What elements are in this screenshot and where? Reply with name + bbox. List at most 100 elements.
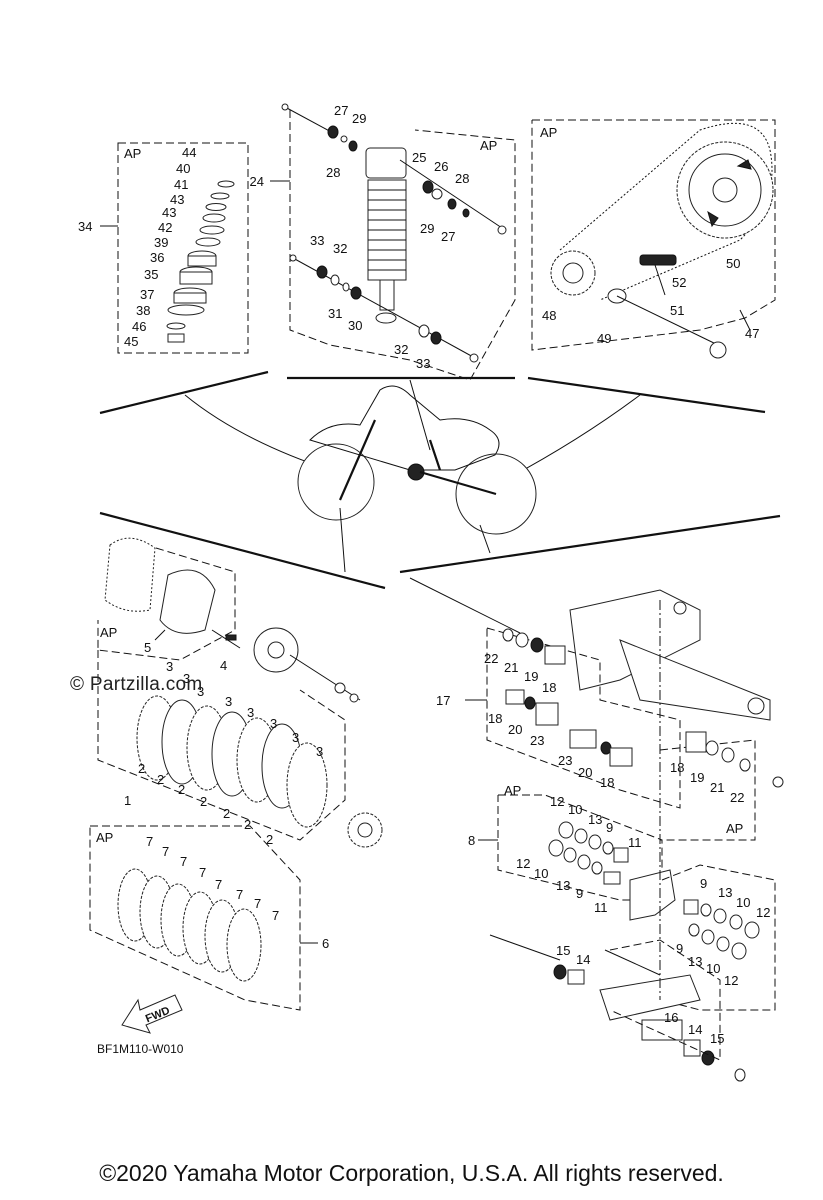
steering-parts (166, 180, 235, 343)
callout-12c: 12 (756, 905, 770, 920)
callout-52: 52 (672, 275, 686, 290)
callout-48: 48 (542, 308, 556, 323)
callout-9a: 9 (606, 820, 613, 835)
callout-27a: 27 (334, 103, 348, 118)
callout-10a: 10 (568, 802, 582, 817)
callout-12d: 12 (724, 973, 738, 988)
callout-28b: 28 (455, 171, 469, 186)
callout-7h: 7 (272, 908, 279, 923)
callout-20a: 20 (508, 722, 522, 737)
callout-24: 24 (250, 174, 264, 189)
callout-4: 4 (220, 658, 227, 673)
callout-3d: 3 (225, 694, 232, 709)
callout-7c: 7 (180, 854, 187, 869)
callout-21a: 21 (504, 660, 518, 675)
callout-1: 1 (124, 793, 131, 808)
callout-11b: 11 (594, 900, 608, 915)
callout-10c: 10 (736, 895, 750, 910)
callout-7f: 7 (236, 887, 243, 902)
chain-group-box (531, 119, 776, 351)
callout-10d: 10 (706, 961, 720, 976)
linkage-bearings-b (683, 899, 760, 960)
friction-plate-group: AP 7 7 7 7 7 7 7 7 6 FWD (89, 825, 329, 1034)
callout-32b: 32 (394, 342, 408, 357)
callout-15b: 15 (710, 1031, 724, 1046)
callout-36: 36 (150, 250, 164, 265)
callout-2e: 2 (223, 806, 230, 821)
callout-10b: 10 (534, 866, 548, 881)
callout-22b: 22 (730, 790, 744, 805)
callout-46: 46 (132, 319, 146, 334)
callout-18b: 18 (488, 711, 502, 726)
callout-2f: 2 (244, 817, 251, 832)
callout-14a: 14 (576, 952, 590, 967)
callout-7a: 7 (146, 834, 153, 849)
callout-7g: 7 (254, 896, 261, 911)
callout-21b: 21 (710, 780, 724, 795)
callout-3a: 3 (166, 659, 173, 674)
shock-group-box (289, 110, 516, 381)
callout-50: 50 (726, 256, 740, 271)
callout-22a: 22 (484, 651, 498, 666)
shock-callouts: 27 29 28 25 26 28 29 27 33 32 31 30 32 3… (310, 103, 469, 371)
callout-18d: 18 (670, 760, 684, 775)
callout-2b: 2 (157, 772, 164, 787)
callout-27b: 27 (441, 229, 455, 244)
watermark: © Partzilla.com (70, 674, 203, 695)
callout-23b: 23 (558, 753, 572, 768)
callout-42: 42 (158, 220, 172, 235)
callout-7d: 7 (199, 865, 206, 880)
callout-38: 38 (136, 303, 150, 318)
callout-14b: 14 (688, 1022, 702, 1037)
callout-15a: 15 (556, 943, 570, 958)
callout-13c: 13 (718, 885, 732, 900)
callout-13b: 13 (556, 878, 570, 893)
callout-2g: 2 (266, 832, 273, 847)
motorcycle-overview (99, 370, 781, 590)
callout-37: 37 (140, 287, 154, 302)
callout-44: 44 (182, 145, 196, 160)
callout-8: 8 (468, 833, 475, 848)
steering-bearing-group: AP 34 44 40 41 43 43 42 (78, 142, 249, 354)
callout-18a: 18 (542, 680, 556, 695)
callout-18c: 18 (600, 775, 614, 790)
fwd-arrow-icon: FWD (121, 994, 183, 1034)
callout-45: 45 (124, 334, 138, 349)
callout-23a: 23 (530, 733, 544, 748)
callout-29a: 29 (352, 111, 366, 126)
callout-20b: 20 (578, 765, 592, 780)
callout-6: 6 (322, 936, 329, 951)
callout-7b: 7 (162, 844, 169, 859)
callout-3h: 3 (316, 744, 323, 759)
swingarm-group: AP AP (409, 577, 784, 1082)
clutch-plates (136, 695, 328, 828)
callout-39: 39 (154, 235, 168, 250)
callout-34: 34 (78, 219, 92, 234)
callout-9d: 9 (676, 941, 683, 956)
ap-label-chain: AP (540, 125, 557, 140)
callout-28a: 28 (326, 165, 340, 180)
linkage-bearings-a (548, 821, 629, 885)
callout-33a: 33 (310, 233, 324, 248)
callout-13d: 13 (688, 954, 702, 969)
callout-43a: 43 (170, 192, 184, 207)
callout-17: 17 (436, 693, 450, 708)
ap-label-shock: AP (480, 138, 497, 153)
ap-label-swingarm: AP (726, 821, 743, 836)
diagram-code: BF1M110-W010 (97, 1042, 184, 1056)
callout-12b: 12 (516, 856, 530, 871)
callout-2c: 2 (178, 782, 185, 797)
clutch-callouts: 5 4 3 3 3 3 3 3 3 3 2 2 2 2 2 2 2 1 (124, 640, 323, 847)
plate-callouts: 7 7 7 7 7 7 7 7 6 (146, 834, 329, 951)
plate-group-box (89, 825, 301, 1011)
drive-chain-group: AP 50 52 51 48 49 47 (531, 119, 776, 359)
chain-callouts: 50 52 51 48 49 47 (542, 256, 759, 346)
callout-51: 51 (670, 303, 684, 318)
callout-13a: 13 (588, 812, 602, 827)
callout-40: 40 (176, 161, 190, 176)
callout-49: 49 (597, 331, 611, 346)
callout-12a: 12 (550, 794, 564, 809)
callout-32a: 32 (333, 241, 347, 256)
callout-31: 31 (328, 306, 342, 321)
callout-30: 30 (348, 318, 362, 333)
